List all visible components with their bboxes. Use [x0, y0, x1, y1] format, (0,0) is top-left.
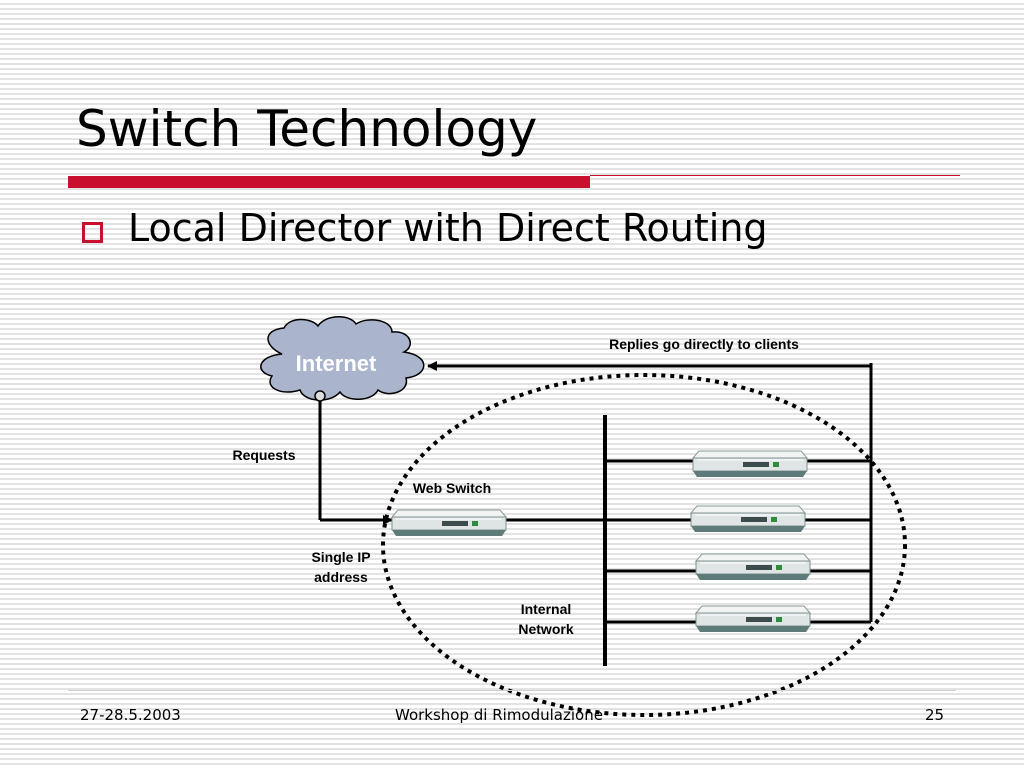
web-switch-device-icon: [391, 509, 507, 537]
server-farm-boundary: [381, 373, 907, 717]
internet-cloud-icon: [260, 316, 425, 401]
server-icon-3: [695, 553, 811, 581]
server-icon-4: [695, 605, 811, 633]
internal-network-label: Internal Network: [518, 601, 574, 637]
web-switch-label: Web Switch: [412, 480, 492, 496]
slide-title: Switch Technology: [76, 100, 538, 158]
replies-label: Replies go directly to clients: [609, 336, 799, 352]
title-rule-thin: [590, 175, 960, 176]
footer-rule: [68, 690, 956, 691]
requests-label: Requests: [232, 447, 296, 463]
footer-date: 27-28.5.2003: [80, 706, 181, 724]
internet-label: Internet: [295, 352, 377, 376]
page-number: 25: [925, 706, 945, 724]
server-icon-1: [692, 450, 808, 478]
bullet-square-icon: [82, 222, 103, 243]
connection-point: [314, 390, 326, 402]
bullet-text: Local Director with Direct Routing: [128, 206, 768, 250]
single-ip-label: Single IP address: [311, 549, 371, 585]
title-underline: [68, 176, 590, 188]
footer-event: Workshop di Rimodulazione: [395, 706, 603, 724]
server-icon-2: [690, 505, 806, 533]
